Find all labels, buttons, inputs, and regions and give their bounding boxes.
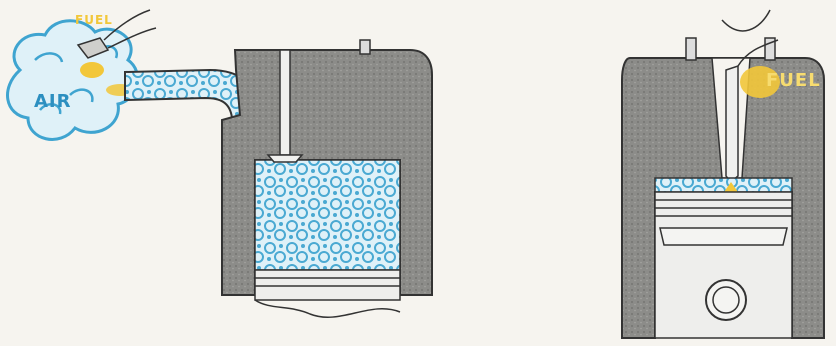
piston-left: [255, 270, 400, 317]
fuel-label-right: FUEL: [766, 70, 821, 91]
air-fuel-mixture: [255, 160, 400, 270]
air-label: AIR: [34, 91, 72, 112]
right-engine-diagram: FUEL: [622, 10, 824, 338]
piston-right: [655, 192, 792, 338]
fuel-label-left: FUEL: [75, 13, 113, 27]
left-engine-diagram: AIR FUEL: [8, 10, 432, 317]
air-cloud: AIR: [8, 21, 138, 140]
head-stud-left: [686, 38, 696, 60]
wrist-pin: [706, 280, 746, 320]
compressed-air-layer: [655, 178, 792, 192]
cylinder-stud: [360, 40, 370, 54]
